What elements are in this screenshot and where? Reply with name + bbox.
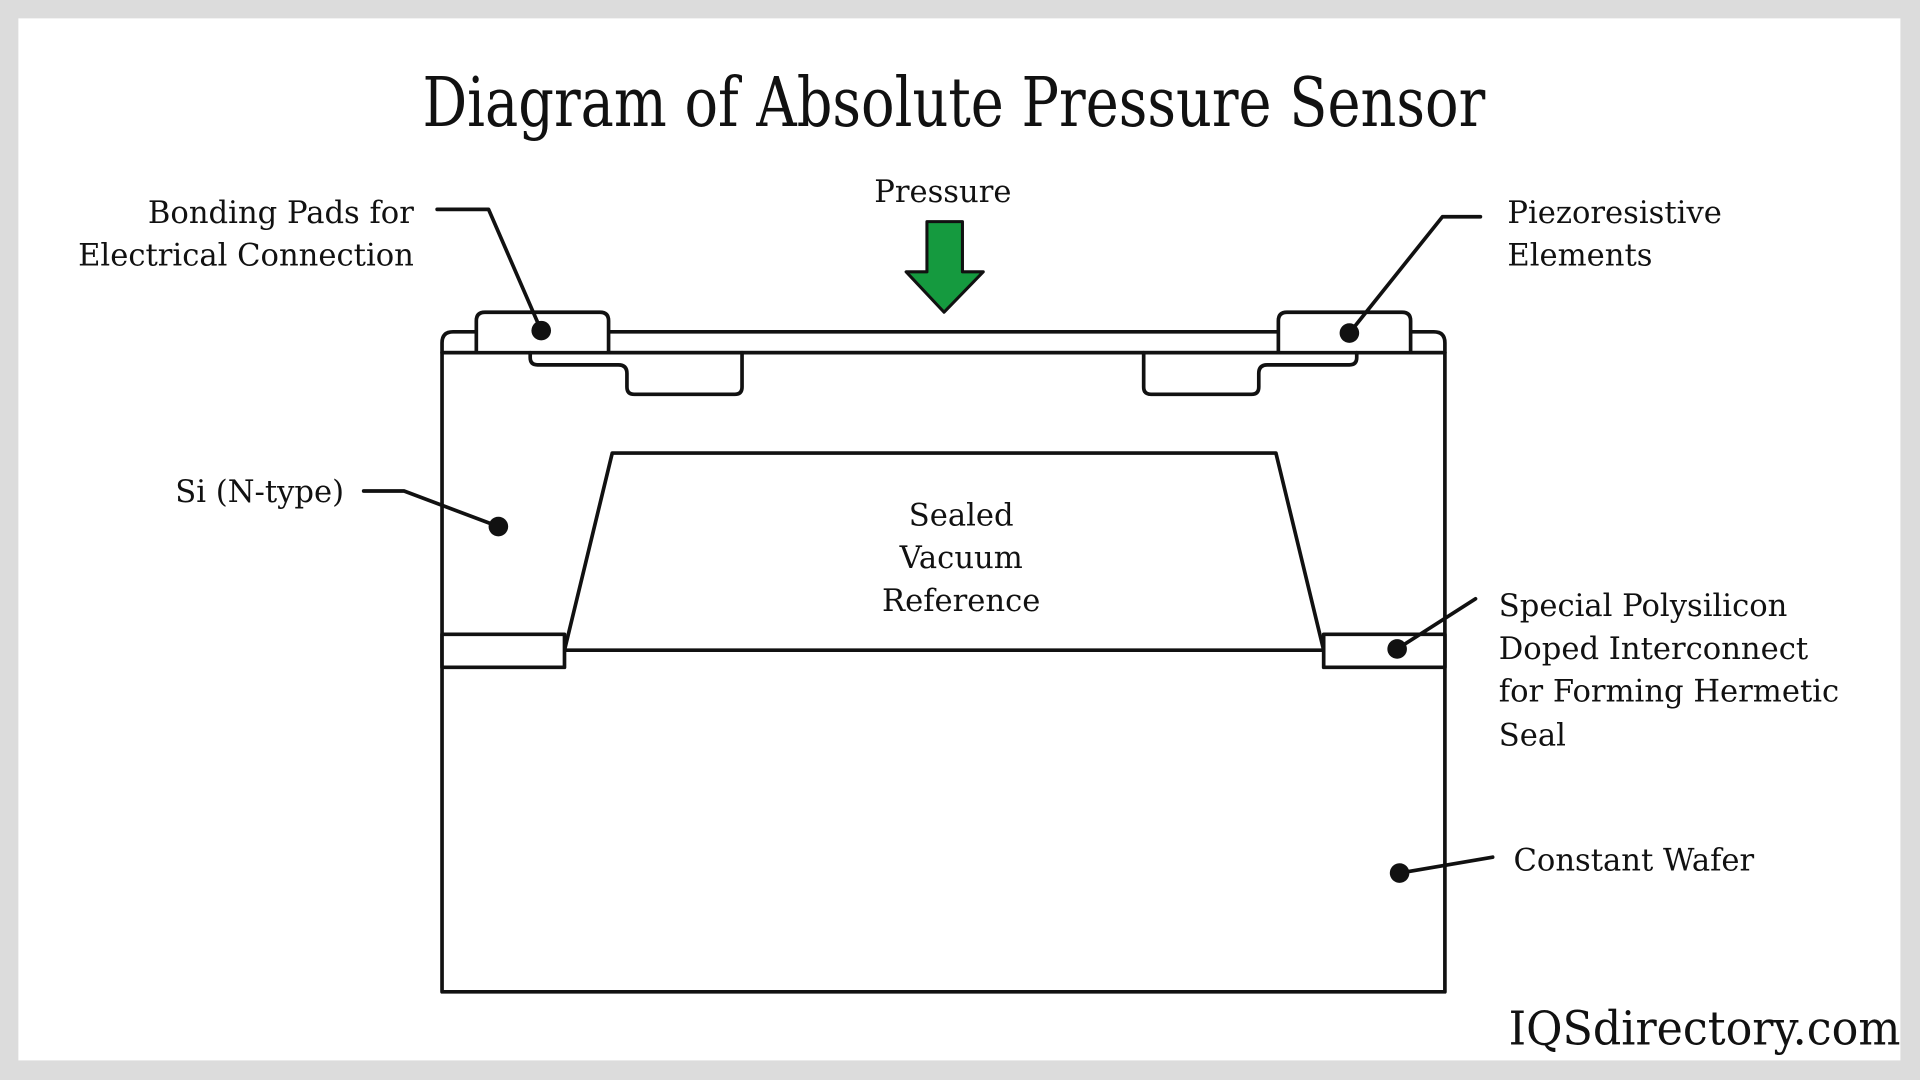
piezo-label-2: Elements: [1507, 239, 1652, 274]
polysilicon-leader: [1395, 596, 1478, 651]
bonding-pads-label-2: Electrical Connection: [78, 239, 414, 274]
vacuum-label-1: Sealed: [909, 498, 1014, 533]
si-leader: [361, 489, 501, 529]
polysilicon-label-1: Special Polysilicon: [1499, 589, 1788, 624]
si-label: Si (N-type): [175, 475, 344, 510]
piezo-dot: [1339, 323, 1360, 343]
pressure-arrow-icon: [904, 220, 985, 314]
si-dot: [488, 516, 509, 537]
right-seal: [1321, 632, 1447, 670]
polysilicon-label-4: Seal: [1499, 719, 1566, 754]
diagram-title: Diagram of Absolute Pressure Sensor: [422, 63, 1485, 143]
callouts: [361, 207, 1495, 883]
polysilicon-label-2: Doped Interconnect: [1499, 632, 1809, 667]
vacuum-label-3: Reference: [882, 584, 1040, 619]
brand-watermark: IQSdirectory.com: [1509, 1001, 1901, 1055]
wafer-leader: [1397, 855, 1495, 875]
piezo-leader: [1347, 214, 1483, 335]
polysilicon-label-3: for Forming Hermetic: [1499, 675, 1839, 710]
bonding-pads-leader: [435, 207, 544, 333]
vacuum-label-2: Vacuum: [899, 541, 1023, 576]
sensor-body: [440, 310, 1447, 994]
top-layer: [440, 330, 1447, 355]
right-piezo-element: [1141, 350, 1359, 397]
piezo-label-1: Piezoresistive: [1507, 196, 1722, 231]
wafer-label: Constant Wafer: [1513, 844, 1754, 879]
polysilicon-dot: [1387, 639, 1407, 659]
wafer-dot: [1389, 863, 1410, 883]
vacuum-cavity: [562, 451, 1326, 653]
left-seal: [440, 632, 567, 670]
substrate-block: [440, 350, 1447, 994]
pressure-label: Pressure: [874, 175, 1011, 210]
left-piezo-element: [528, 350, 744, 397]
bonding-pads-label-1: Bonding Pads for: [148, 196, 414, 231]
bonding-pads-dot: [531, 320, 552, 341]
